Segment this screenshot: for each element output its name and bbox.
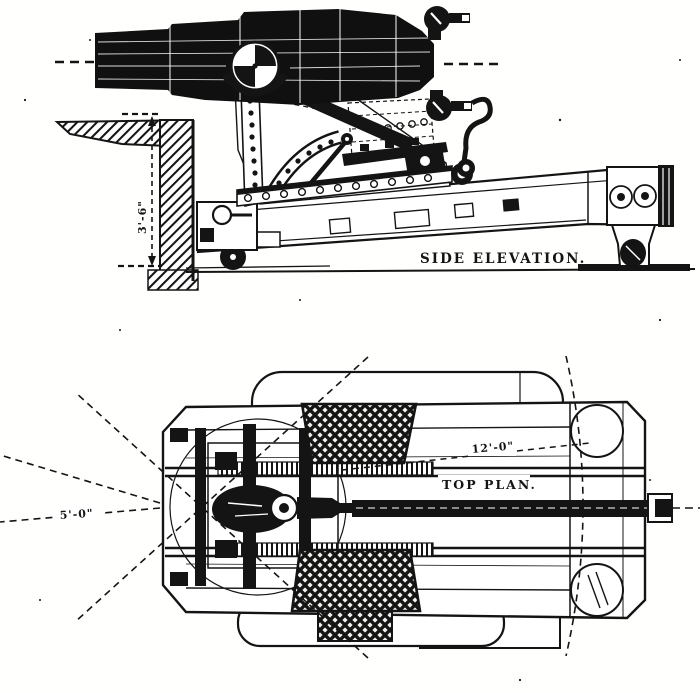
- plan-rear-rollers: [570, 404, 624, 617]
- offset-dimension-label: 5'-0": [59, 507, 94, 522]
- plan-barrel: [297, 493, 700, 523]
- traverse-lines: [0, 355, 591, 659]
- rear-pedestal: [610, 224, 657, 267]
- ground-line: [185, 264, 696, 273]
- dim-arrow-up: [148, 116, 156, 126]
- scan-noise: [23, 39, 681, 682]
- top-plan-caption-group: TOP PLAN.: [438, 475, 537, 492]
- bore-centerline: [55, 60, 500, 66]
- hand-lever: [457, 96, 493, 177]
- side-elevation-figure: 3'-6": [54, 6, 696, 291]
- slide-rear-rollers: [606, 165, 674, 227]
- breech-handles: [424, 6, 472, 121]
- trunnion: [221, 40, 289, 97]
- slide-beam: [196, 165, 674, 267]
- top-plan-figure: 12'-0" 5'-0" TOP PLAN.: [0, 355, 700, 659]
- length-dimension-label: 12'-0": [471, 439, 515, 456]
- plan-dimensions: 12'-0" 5'-0": [56, 439, 516, 522]
- plan-machinery: [170, 424, 374, 589]
- compressor-gear: [297, 89, 449, 176]
- carriage-base: [196, 201, 258, 251]
- height-dimension-label: 3'-6": [136, 200, 149, 234]
- height-dimension: 3'-6": [118, 112, 162, 268]
- dim-arrow-down: [148, 256, 156, 266]
- parapet-wall: [54, 118, 199, 291]
- side-elevation-caption: SIDE ELEVATION.: [420, 251, 586, 267]
- rack-bar: [236, 163, 473, 207]
- buffer-blocks: [290, 402, 422, 642]
- top-plan-caption: TOP PLAN.: [442, 477, 537, 492]
